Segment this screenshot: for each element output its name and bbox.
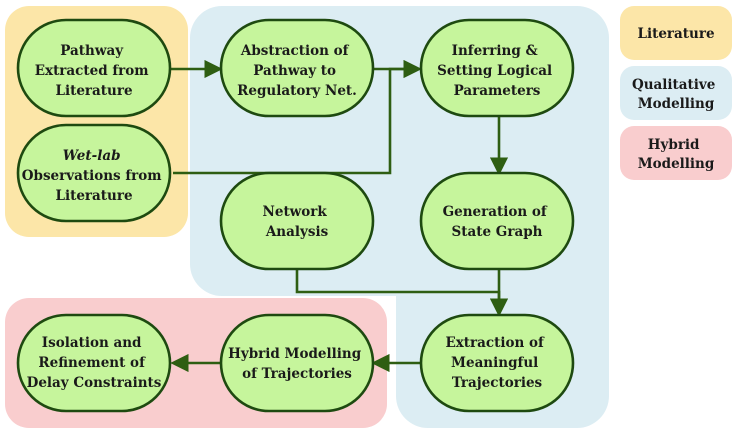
legend-literature: Literature (620, 6, 732, 60)
node-network: Network Analysis (219, 171, 375, 271)
svg-text:Literature: Literature (637, 26, 714, 42)
svg-text:Isolation and Refineme: Isolation and Refinement of Delay Constr… (27, 335, 162, 391)
node-abstraction: Abstraction of Pathway to Regulatory Net… (219, 18, 375, 118)
svg-text:Inferring & Setting Lo: Inferring & Setting Logical Parameters (437, 43, 557, 99)
node-extraction-line-3: Trajectories (452, 375, 543, 391)
svg-text:Qualitative Modelling: Qualitative Modelling (632, 77, 720, 112)
node-extraction-line-2: Meaningful (451, 355, 538, 371)
node-isolation-line-3: Delay Constraints (27, 375, 162, 391)
node-isolation-line-2: Refinement of (38, 355, 146, 371)
node-extraction: Extraction of Meaningful Trajectories (419, 313, 575, 413)
node-hybrid-line-1: Hybrid Modelling (228, 346, 362, 362)
node-wetlab-line-2: Observations from (22, 168, 162, 184)
svg-text:Wet-lab Observations f: Wet-lab Observations from Literature (22, 148, 167, 204)
node-pathway-line-3: Literature (55, 83, 132, 99)
svg-text:Network Analysis: Network Analysis (263, 204, 332, 240)
node-wetlab-line-3: Literature (55, 188, 132, 204)
node-isolation: Isolation and Refinement of Delay Constr… (16, 313, 172, 413)
legend-hybrid: Hybrid Modelling (620, 126, 732, 180)
node-pathway: Pathway Extracted from Literature (16, 18, 172, 118)
node-hybrid-trajectories: Hybrid Modelling of Trajectories (219, 313, 375, 413)
node-inferring-line-2: Setting Logical (437, 63, 552, 79)
legend-qualitative-line-1: Qualitative (632, 77, 715, 93)
svg-text:Hybrid Modelling of Tr: Hybrid Modelling of Trajectories (228, 346, 366, 382)
node-inferring-line-3: Parameters (454, 83, 541, 99)
svg-text:Abstraction of Pathway: Abstraction of Pathway to Regulatory Net… (237, 43, 357, 99)
legend-qualitative-line-2: Modelling (638, 96, 715, 112)
edge-network-to-extraction (295, 268, 509, 317)
node-network-line-2: Analysis (265, 224, 329, 240)
node-generation-line-2: State Graph (452, 224, 543, 240)
node-abstraction-line-1: Abstraction of (240, 43, 350, 59)
node-inferring: Inferring & Setting Logical Parameters (419, 18, 575, 118)
svg-text:Extraction of Meaningf: Extraction of Meaningful Trajectories (445, 335, 548, 391)
svg-text:Generation of State Gr: Generation of State Graph (443, 204, 552, 240)
node-generation-line-1: Generation of (443, 204, 548, 220)
svg-text:Hybrid Modelling: Hybrid Modelling (638, 137, 715, 172)
legend-literature-label: Literature (637, 26, 714, 42)
legend-qualitative: Qualitative Modelling (620, 66, 732, 120)
node-wetlab: Wet-lab Observations from Literature (16, 123, 172, 223)
node-extraction-line-1: Extraction of (445, 335, 545, 351)
legend-hybrid-line-2: Modelling (638, 156, 715, 172)
node-wetlab-line-1: Wet-lab (63, 148, 121, 164)
node-hybrid-line-2: of Trajectories (242, 366, 352, 382)
node-abstraction-line-3: Regulatory Net. (237, 83, 357, 99)
node-abstraction-line-2: Pathway to (253, 63, 336, 79)
node-pathway-line-1: Pathway (60, 43, 124, 59)
node-pathway-line-2: Extracted from (35, 63, 149, 79)
node-inferring-line-1: Inferring & (452, 43, 538, 59)
node-generation: Generation of State Graph (419, 171, 575, 271)
node-network-line-1: Network (263, 204, 328, 220)
svg-text:Pathway Extracted from: Pathway Extracted from Literature (35, 43, 154, 99)
node-isolation-line-1: Isolation and (42, 335, 142, 351)
legend-hybrid-line-1: Hybrid (648, 137, 700, 153)
